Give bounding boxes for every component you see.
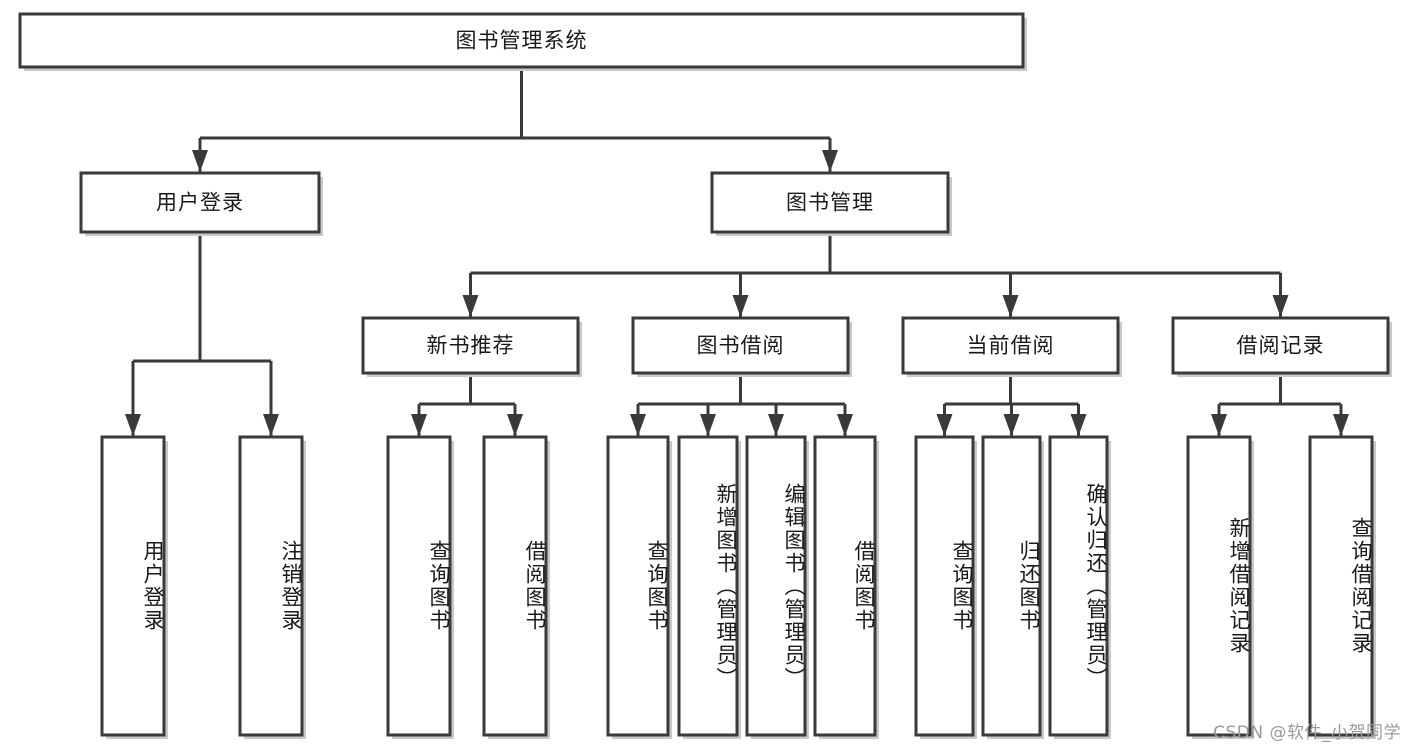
node-label-book-borrow: 图书借阅 bbox=[697, 334, 785, 358]
node-cb-query-book[interactable] bbox=[914, 435, 977, 739]
node-book-manage[interactable] bbox=[710, 171, 952, 236]
arrow-head-icon-nbr-query-book bbox=[411, 414, 427, 436]
arrow-head-icon-bb-edit-book bbox=[768, 414, 784, 436]
arrow-head-icon-new-book-rec bbox=[462, 295, 479, 317]
arrow-head-icon-borrow-record bbox=[1272, 295, 1289, 317]
node-user-login-do[interactable] bbox=[100, 435, 168, 739]
watermark: CSDN @软件_小贺同学 bbox=[1213, 723, 1401, 743]
arrow-head-icon-br-add-record bbox=[1211, 414, 1227, 436]
arrow-head-icon-book-manage bbox=[822, 150, 838, 172]
arrow-head-icon-book-borrow bbox=[732, 295, 749, 317]
node-bb-edit-book[interactable] bbox=[745, 435, 809, 739]
node-new-book-rec[interactable] bbox=[361, 316, 582, 377]
arrow-head-icon-user-login-do bbox=[125, 414, 141, 436]
node-br-add-record[interactable] bbox=[1186, 435, 1254, 739]
arrow-head-icon-user-login bbox=[192, 150, 208, 172]
node-label-new-book-rec: 新书推荐 bbox=[427, 334, 515, 358]
node-user-login[interactable] bbox=[79, 171, 323, 236]
connectors-layer bbox=[125, 67, 1349, 436]
arrow-head-icon-bb-query-book bbox=[630, 414, 646, 436]
boxes-layer bbox=[18, 12, 1392, 739]
node-label-root: 图书管理系统 bbox=[456, 29, 588, 53]
arrow-head-icon-user-logout bbox=[263, 414, 279, 436]
node-book-borrow[interactable] bbox=[631, 316, 852, 377]
arrow-head-icon-current-borrow bbox=[1002, 295, 1019, 317]
node-root[interactable] bbox=[18, 12, 1027, 71]
arrow-head-icon-cb-return-book bbox=[1003, 414, 1020, 436]
node-br-query-record[interactable] bbox=[1308, 435, 1376, 739]
arrow-head-icon-cb-query-book bbox=[936, 414, 953, 436]
arrow-head-icon-cb-confirm-return bbox=[1070, 414, 1087, 436]
node-cb-confirm-return[interactable] bbox=[1048, 435, 1111, 739]
node-bb-borrow-book[interactable] bbox=[813, 435, 879, 739]
node-label-user-login: 用户登录 bbox=[156, 191, 244, 215]
node-bb-query-book[interactable] bbox=[606, 435, 672, 739]
node-user-logout[interactable] bbox=[238, 435, 306, 739]
node-current-borrow[interactable] bbox=[901, 316, 1122, 377]
node-label-book-manage: 图书管理 bbox=[786, 191, 874, 215]
node-cb-return-book[interactable] bbox=[981, 435, 1044, 739]
arrow-head-icon-br-query-record bbox=[1333, 414, 1349, 436]
node-label-current-borrow: 当前借阅 bbox=[967, 334, 1055, 358]
node-borrow-record[interactable] bbox=[1171, 316, 1392, 377]
node-label-borrow-record: 借阅记录 bbox=[1237, 334, 1325, 358]
arrow-head-icon-bb-add-book bbox=[700, 414, 716, 436]
node-nbr-borrow-book[interactable] bbox=[482, 435, 550, 739]
node-bb-add-book[interactable] bbox=[677, 435, 741, 739]
arrow-head-icon-bb-borrow-book bbox=[837, 414, 853, 436]
node-nbr-query-book[interactable] bbox=[386, 435, 454, 739]
arrow-head-icon-nbr-borrow-book bbox=[507, 414, 523, 436]
